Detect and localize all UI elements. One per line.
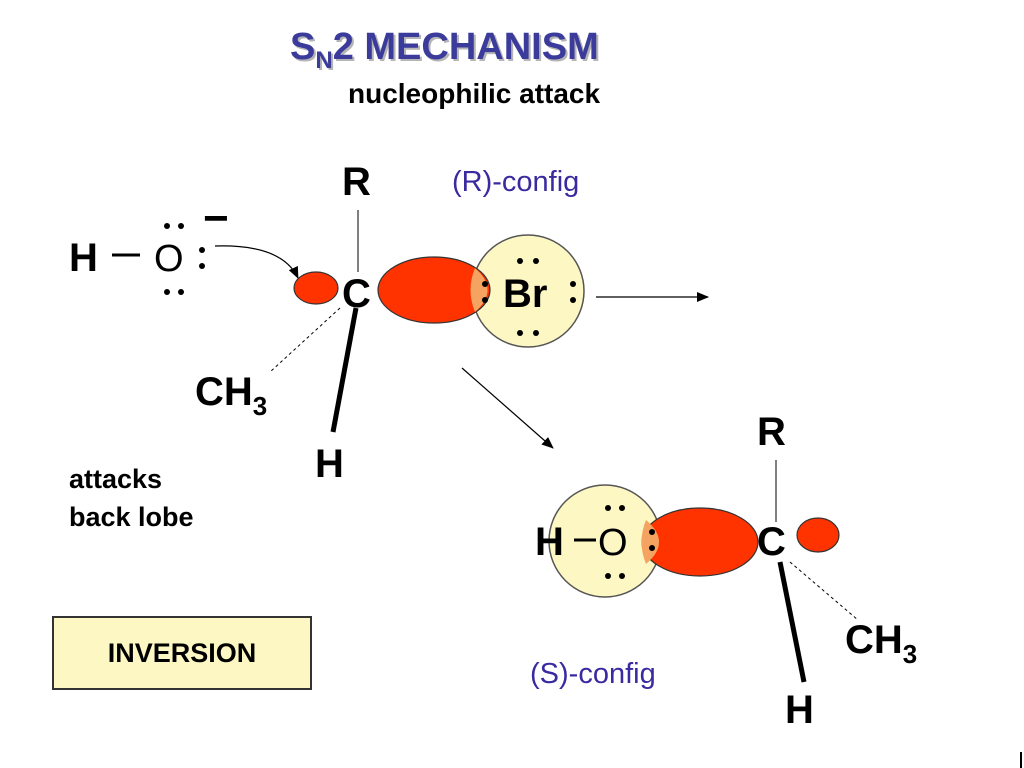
note-line-1: attacks (69, 464, 163, 494)
s-config-label: (S)-config (530, 658, 656, 690)
product-ch3-dash-bond (789, 561, 859, 621)
negative-charge: − (203, 194, 229, 243)
r-config-label: (R)-config (452, 166, 580, 198)
product-h-atom-left: H (535, 520, 564, 564)
product-oxygen-lone-pairs (605, 505, 655, 579)
product-r-atom: R (757, 410, 786, 454)
bromine-lone-pairs (482, 258, 576, 336)
hydroxide-o-atom: O (154, 238, 184, 280)
title-rest: 2 MECHANISM (332, 26, 599, 68)
reactant-h-wedge-bond (330, 307, 359, 433)
oxygen-lone-pairs (164, 223, 205, 295)
reactant-br-atom: Br (503, 272, 548, 316)
product-ch3-subscript: 3 (902, 639, 918, 669)
product-h-wedge-bond (777, 561, 807, 683)
reactant-front-lobe (377, 256, 491, 324)
product-ch3-group: CH3 (845, 618, 917, 670)
reactant-c-atom: C (342, 272, 371, 316)
reactant-back-lobe (293, 271, 339, 305)
product-h-atom-bottom: H (785, 688, 814, 732)
reactant-h-atom: H (315, 442, 344, 486)
hydroxide-h-atom: H (69, 236, 98, 280)
product-o-atom: O (598, 522, 628, 564)
reactant-ch3-group: CH3 (195, 370, 267, 422)
reactant-ch3-dash-bond (269, 307, 341, 373)
title-n-subscript: N (315, 47, 333, 74)
reactant-r-atom: R (342, 160, 371, 204)
reactant-ch3-subscript: 3 (252, 391, 268, 421)
attacks-note: attacks back lobe (69, 460, 194, 536)
page-subtitle: nucleophilic attack (348, 78, 601, 109)
reaction-arrow (461, 367, 554, 449)
attack-arrow (214, 245, 299, 279)
product-back-lobe (796, 517, 840, 553)
product-ch-text: CH (845, 618, 903, 662)
page-title: SN2 MECHANISM (290, 26, 599, 74)
inversion-box: INVERSION (52, 616, 312, 690)
product-front-lobe (641, 507, 759, 577)
note-line-2: back lobe (69, 502, 194, 532)
product-c-atom: C (757, 520, 786, 564)
reactant-ch-text: CH (195, 370, 253, 414)
title-s: S (290, 26, 316, 68)
